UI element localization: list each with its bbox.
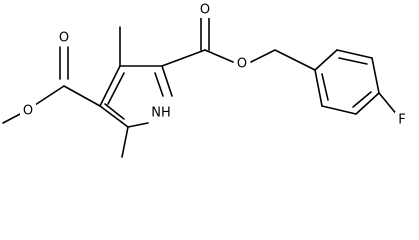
bond-ring-c1-n-inner — [154, 72, 164, 97]
atom-f-aryl: F — [398, 113, 405, 128]
bond-methoxy-methyl — [2, 112, 23, 124]
bond-aryl-4 — [355, 92, 380, 115]
bond-ring-c3-c2-inner — [107, 72, 125, 105]
bond-methoxy-o-c — [34, 85, 65, 106]
bond-methyl-bottom — [121, 126, 129, 158]
bonds — [2, 17, 399, 158]
bond-aryl-5 — [321, 105, 357, 115]
bond-aryl-6-inner — [321, 73, 329, 101]
bond-aryl-to-f — [378, 92, 399, 117]
bond-ring-c3-c2 — [99, 65, 121, 107]
atom-o-ester-benzyl: O — [237, 57, 247, 72]
bond-aryl-3 — [371, 57, 380, 94]
atom-o-carbonyl-left: O — [59, 31, 69, 46]
bond-ester-c-to-ring — [63, 85, 101, 107]
atom-o-ester-methyl: O — [23, 104, 33, 119]
bond-aryl-2-inner — [338, 57, 368, 65]
atom-labels: O O O O NH F — [20, 2, 409, 128]
bond-o-to-ch2 — [250, 49, 276, 63]
atom-n-pyrrole: NH — [151, 106, 171, 121]
atom-o-carbonyl-right: O — [200, 3, 210, 18]
molecule-structure: O O O O NH F — [2, 2, 409, 158]
bond-ester-c-to-o — [204, 49, 234, 63]
bond-aryl-1 — [314, 49, 338, 71]
bond-aryl-4-inner — [352, 91, 372, 108]
bond-ring-c1-n — [161, 65, 173, 97]
bond-ring-to-ester-c — [161, 49, 206, 67]
bond-aryl-2 — [336, 49, 373, 59]
bond-ring-c4-c3-inner — [104, 103, 125, 120]
bond-ring-c4-c3 — [99, 105, 129, 128]
bond-ring-n-c4 — [127, 122, 149, 128]
bond-ch2-to-aryl — [274, 49, 316, 71]
bond-aryl-6 — [314, 69, 323, 107]
